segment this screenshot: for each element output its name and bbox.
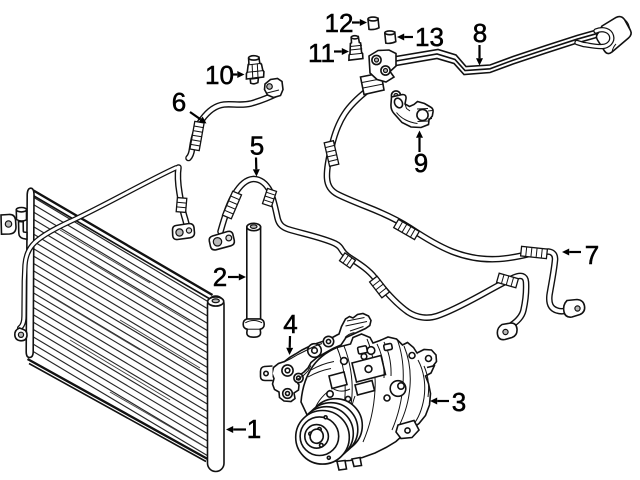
svg-text:10: 10 [205,60,234,90]
svg-text:5: 5 [250,131,264,161]
svg-text:8: 8 [473,18,487,48]
svg-text:4: 4 [283,309,297,339]
svg-text:11: 11 [308,38,335,68]
svg-text:12: 12 [325,8,354,38]
svg-text:1: 1 [247,414,261,444]
svg-text:3: 3 [452,387,466,417]
svg-text:13: 13 [415,22,444,52]
svg-text:7: 7 [585,240,599,270]
svg-text:9: 9 [414,148,428,178]
svg-text:6: 6 [172,87,186,117]
svg-text:2: 2 [213,262,227,292]
